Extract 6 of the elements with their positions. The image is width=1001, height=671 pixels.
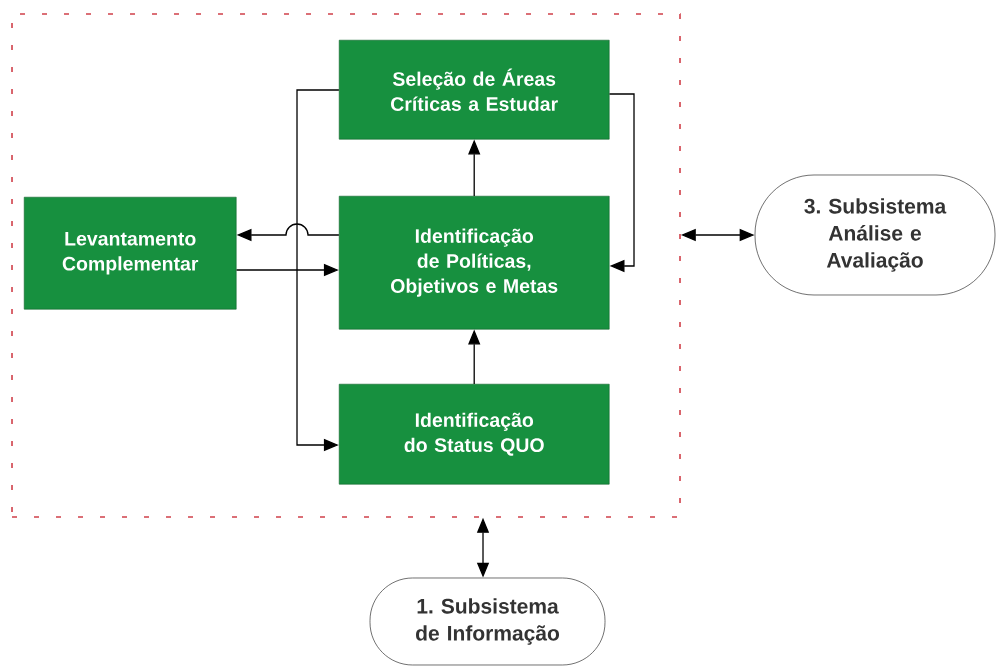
arrow xyxy=(608,93,635,273)
process-box: Levantamento Complementar xyxy=(23,196,237,310)
process-box: Identificação de Políticas, Objetivos e Metas xyxy=(338,195,610,330)
process-box: Seleção de Áreas Críticas a Estudar xyxy=(338,39,610,140)
dashed-frame xyxy=(11,13,681,518)
process-box: Identificação do Status QUO xyxy=(338,383,610,485)
